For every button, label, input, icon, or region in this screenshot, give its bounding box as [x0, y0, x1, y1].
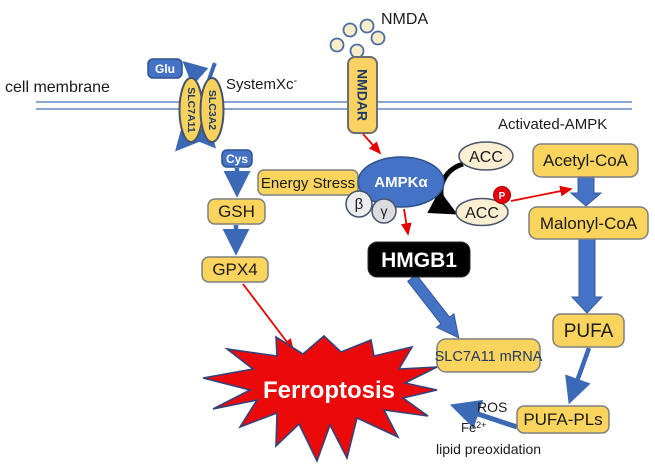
- pufa-box: PUFA: [552, 313, 625, 348]
- ferroptosis-burst-shape: [202, 334, 438, 464]
- nmda-ligand-circle: [359, 18, 375, 34]
- slc3a2-subunit-label: SLC3A2: [206, 90, 218, 130]
- gpx4-to-ferroptosis-arrow: [242, 283, 295, 352]
- malonyl-coa-label: Malonyl-CoA: [540, 214, 638, 233]
- slc7a11-mrna-box: SLC7A11 mRNA: [435, 338, 543, 373]
- lipid-preoxidation-label: lipid preoxidation: [436, 441, 541, 457]
- nmda-ligand-circle: [329, 37, 345, 53]
- ampk-alpha-label: AMPKα: [374, 174, 428, 191]
- nmdar-receptor: NMDAR: [347, 56, 378, 134]
- malonyl-coa-box: Malonyl-CoA: [528, 206, 649, 240]
- acetyl-to-malonyl-arrow: [569, 176, 603, 207]
- hmgb1-label: HMGB1: [381, 249, 457, 272]
- ampk-alpha-ellipse: [357, 156, 445, 208]
- slc3a2-subunit: [199, 77, 225, 143]
- nmda-ligand-cluster: [329, 18, 386, 59]
- cys-box: Cys: [221, 149, 253, 168]
- accp-to-malonyl-arrow: [510, 185, 573, 202]
- ampk-beta-label: β: [355, 196, 364, 213]
- pufapls-to-ferroptosis-arrow: [449, 399, 518, 430]
- acc-states: ACC ACC P: [455, 141, 514, 227]
- gsh-label: GSH: [218, 202, 255, 221]
- nmda-ligand-circle: [370, 30, 386, 46]
- ampk-complex: AMPKα β γ: [345, 156, 445, 224]
- system-xc-label: SystemXc-: [226, 75, 298, 93]
- fe2-label: Fe2+: [461, 420, 486, 435]
- glu-label: Glu: [155, 62, 175, 76]
- ferroptosis-star: Ferroptosis: [202, 334, 438, 464]
- gpx4-label: GPX4: [212, 260, 257, 279]
- activated-ampk-label: Activated-AMPK: [498, 116, 607, 133]
- ampk-beta-circle: [345, 190, 373, 218]
- red-arrows: [242, 133, 573, 352]
- cys-label: Cys: [226, 152, 248, 166]
- slc7a11-subunit-label: SLC7A11: [185, 87, 197, 133]
- acc-inactive-ellipse: [458, 141, 514, 171]
- energy-stress-box: Energy Stress: [257, 169, 359, 196]
- nmda-label: NMDA: [381, 11, 428, 28]
- acetyl-coa-box: Acetyl-CoA: [532, 143, 639, 178]
- acc-active-label: ACC: [465, 205, 499, 222]
- acc-active-ellipse: [455, 197, 509, 227]
- phospho-circle: [493, 186, 511, 204]
- malonyl-to-pufa-arrow: [570, 238, 604, 314]
- acetyl-coa-label: Acetyl-CoA: [543, 151, 629, 170]
- glu-box: Glu: [147, 58, 183, 79]
- gsh-box: GSH: [207, 198, 266, 225]
- phospho-label: P: [499, 191, 506, 202]
- process-boxes: Energy Stress GSH GPX4 Acetyl-CoA Malony…: [201, 143, 649, 434]
- nmdar-label: NMDAR: [355, 69, 371, 121]
- slc7a11-mrna-label: SLC7A11 mRNA: [435, 349, 543, 365]
- nmdar-to-ampk-arrow: [362, 133, 382, 155]
- hmgb1-to-mrna-arrow: [406, 273, 460, 339]
- ampk-gamma-circle: [371, 198, 397, 224]
- nmda-ligand-circle: [342, 22, 358, 38]
- hmgb1-box: HMGB1: [367, 241, 471, 278]
- pufa-label: PUFA: [564, 321, 614, 342]
- pufa-to-pufapls-arrow: [565, 347, 592, 405]
- nmda-ligand-circle: [349, 43, 365, 59]
- cell-membrane-label: cell membrane: [5, 79, 110, 96]
- energy-stress-label: Energy Stress: [261, 175, 355, 192]
- acc-phosphorylation-arrow: [427, 161, 464, 215]
- ferroptosis-label: Ferroptosis: [263, 377, 395, 404]
- blue-arrows: [222, 168, 592, 430]
- gpx4-box: GPX4: [201, 256, 269, 283]
- block-arrows: [406, 176, 604, 339]
- ampk-gamma-label: γ: [381, 203, 388, 219]
- cell-membrane-lines: [36, 101, 632, 110]
- acc-inactive-label: ACC: [469, 149, 503, 166]
- system-xc-transporter: SLC7A11 SLC3A2: [178, 77, 225, 143]
- ampk-to-hmgb1-arrow: [400, 208, 412, 236]
- pufa-pls-box: PUFA-PLs: [516, 405, 610, 434]
- ros-label: ROS: [477, 399, 507, 415]
- pufa-pls-label: PUFA-PLs: [523, 410, 602, 429]
